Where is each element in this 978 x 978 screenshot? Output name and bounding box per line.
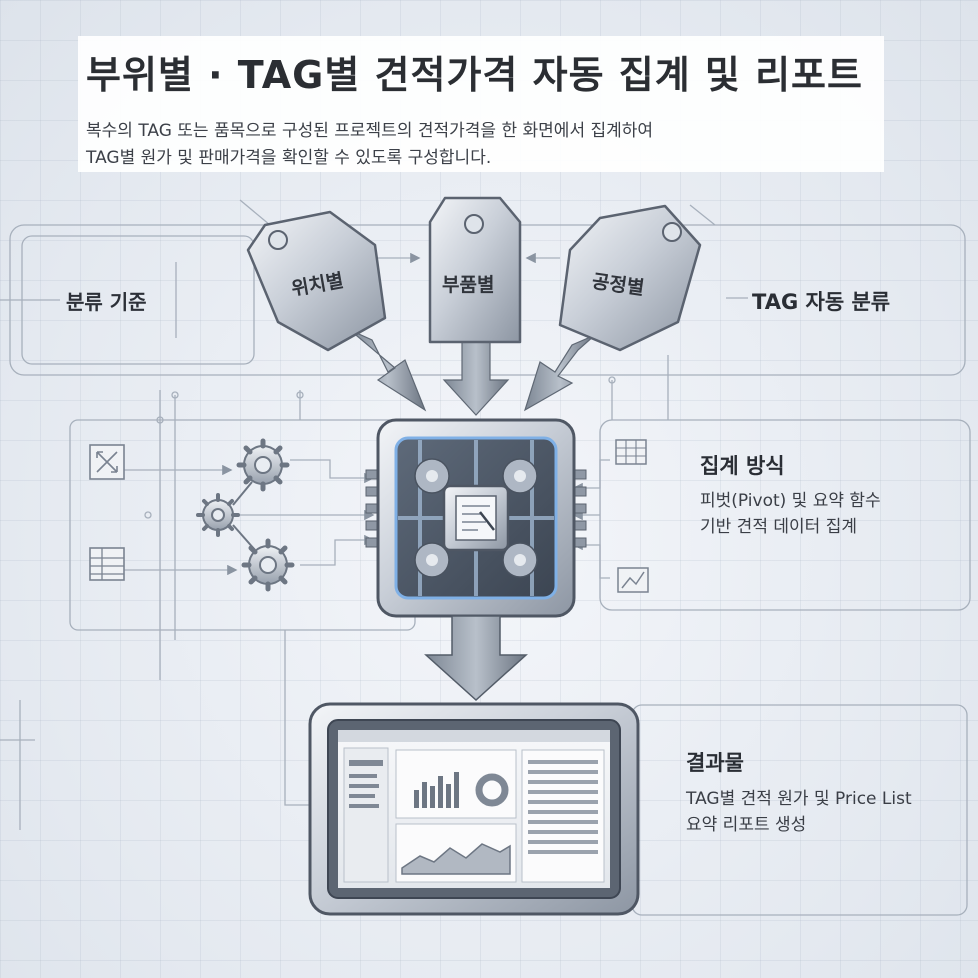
- processor-chip-icon: [365, 418, 587, 618]
- chart-icon: [617, 567, 649, 593]
- header-panel: [78, 36, 884, 172]
- spreadsheet-icon: [615, 439, 647, 465]
- result-desc-line-2: 요약 리포트 생성: [686, 815, 807, 835]
- page-description: 복수의 TAG 또는 품목으로 구성된 프로젝트의 견적가격을 한 화면에서 집…: [86, 118, 846, 172]
- auto-classification-label: TAG 자동 분류: [752, 290, 891, 314]
- aggregation-desc-line-2: 기반 견적 데이터 집계: [700, 517, 857, 537]
- gear-icon-bottom: [241, 538, 295, 592]
- aggregation-desc-line-1: 피벗(Pivot) 및 요약 함수: [700, 491, 881, 511]
- criteria-label: 분류 기준: [66, 290, 147, 314]
- tag-parts: [428, 196, 522, 344]
- dashboard-monitor-icon: [308, 702, 640, 916]
- aggregation-title: 집계 방식: [700, 454, 785, 478]
- table-icon: [89, 547, 125, 581]
- tag-label-parts: 부품별: [442, 274, 495, 296]
- gear-group: [196, 438, 295, 592]
- expand-icon: [89, 444, 125, 480]
- down-arrow: [424, 615, 528, 702]
- description-line-1: 복수의 TAG 또는 품목으로 구성된 프로젝트의 견적가격을 한 화면에서 집…: [86, 121, 654, 141]
- description-line-2: TAG별 원가 및 판매가격을 확인할 수 있도록 구성합니다.: [86, 148, 492, 168]
- page-title: 부위별 · TAG별 견적가격 자동 집계 및 리포트: [86, 53, 863, 97]
- tag-to-chip-arrows: [349, 329, 596, 416]
- result-desc-line-1: TAG별 견적 원가 및 Price List: [686, 789, 912, 809]
- gear-icon-middle: [196, 493, 240, 537]
- result-title: 결과물: [686, 751, 744, 775]
- gear-icon-top: [236, 438, 290, 492]
- tag-location: [246, 210, 387, 352]
- tag-process: [558, 204, 702, 352]
